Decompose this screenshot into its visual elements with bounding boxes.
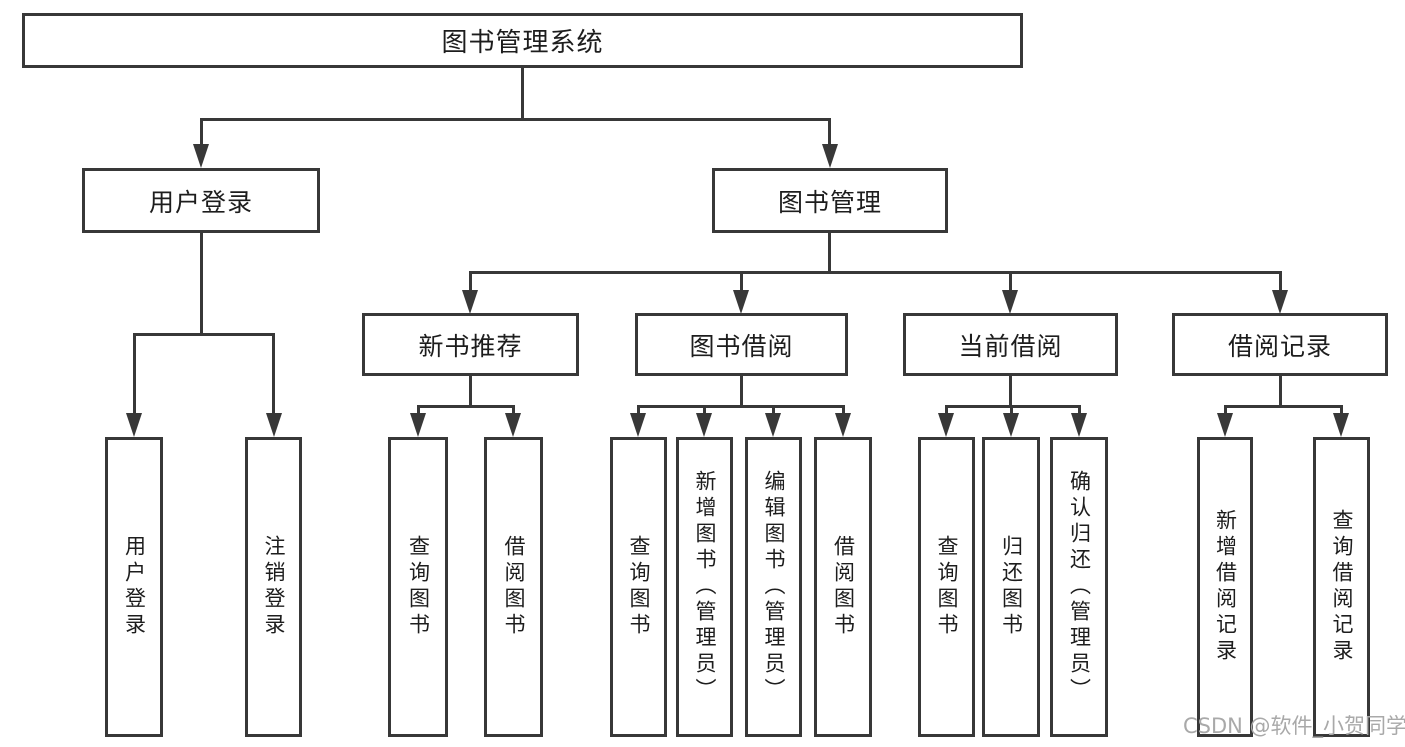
connector-line: [133, 333, 275, 336]
node-label: 新书推荐: [418, 331, 523, 361]
leaf-label: 归还图书: [999, 535, 1024, 639]
connector-line: [772, 405, 775, 416]
arrowhead-down-icon: [835, 413, 851, 437]
connector-line: [1340, 405, 1343, 416]
node-library-management-system: 图书管理系统: [22, 13, 1023, 68]
arrowhead-down-icon: [1002, 290, 1018, 314]
leaf-add-borrow-record: 新增借阅记录: [1197, 437, 1253, 737]
node-new-book-recommend: 新书推荐: [362, 313, 579, 376]
connector-line: [828, 233, 831, 273]
connector-line: [200, 118, 831, 121]
leaf-label: 编辑图书（管理员）: [762, 470, 786, 704]
leaf-logout: 注销登录: [245, 437, 302, 737]
connector-line: [1224, 405, 1227, 416]
connector-line: [842, 405, 845, 416]
leaf-return-books: 归还图书: [982, 437, 1040, 737]
connector-line: [1279, 271, 1282, 292]
leaf-label: 查询图书: [406, 535, 431, 639]
node-label: 图书管理: [777, 187, 882, 217]
connector-line: [1009, 271, 1012, 292]
connector-line: [740, 271, 743, 292]
leaf-label: 确认归还（管理员）: [1067, 470, 1092, 704]
arrowhead-down-icon: [410, 413, 426, 437]
connector-line: [512, 405, 515, 416]
connector-line: [521, 68, 524, 120]
connector-line: [637, 405, 844, 408]
csdn-watermark: CSDN @软件_小贺同学: [1183, 714, 1405, 738]
arrowhead-down-icon: [733, 290, 749, 314]
connector-line: [469, 271, 1282, 274]
connector-line: [945, 405, 948, 416]
leaf-borrow-books: 借阅图书: [814, 437, 872, 737]
leaf-label: 新增借阅记录: [1213, 509, 1238, 665]
arrowhead-down-icon: [630, 413, 646, 437]
leaf-query-books-borrow: 查询图书: [610, 437, 667, 737]
arrowhead-down-icon: [1003, 413, 1019, 437]
node-label: 图书借阅: [689, 331, 794, 361]
connector-line: [200, 233, 203, 335]
leaf-label: 查询图书: [935, 535, 959, 639]
node-borrow-record: 借阅记录: [1172, 313, 1388, 376]
arrowhead-down-icon: [462, 290, 478, 314]
leaf-label: 注销登录: [262, 535, 286, 639]
arrowhead-down-icon: [1217, 413, 1233, 437]
leaf-query-books-recommend: 查询图书: [388, 437, 448, 737]
connector-line: [469, 376, 472, 407]
arrowhead-down-icon: [1333, 413, 1349, 437]
connector-line: [1279, 376, 1282, 407]
node-current-borrow: 当前借阅: [903, 313, 1118, 376]
connector-line: [637, 405, 640, 416]
node-book-management: 图书管理: [712, 168, 948, 233]
leaf-user-login: 用户登录: [105, 437, 163, 737]
leaf-label: 新增图书（管理员）: [693, 470, 717, 704]
connector-line: [828, 118, 831, 146]
node-label: 当前借阅: [958, 331, 1063, 361]
arrowhead-down-icon: [1071, 413, 1087, 437]
leaf-label: 借阅图书: [502, 535, 526, 639]
arrowhead-down-icon: [696, 413, 712, 437]
arrowhead-down-icon: [1272, 290, 1288, 314]
connector-line: [133, 333, 136, 415]
leaf-label: 借阅图书: [831, 535, 856, 639]
arrowhead-down-icon: [505, 413, 521, 437]
connector-line: [200, 118, 203, 146]
connector-line: [1010, 405, 1013, 416]
connector-line: [703, 405, 706, 416]
arrowhead-down-icon: [765, 413, 781, 437]
leaf-confirm-return-admin: 确认归还（管理员）: [1050, 437, 1108, 737]
node-user-login: 用户登录: [82, 168, 320, 233]
arrowhead-down-icon: [822, 144, 838, 168]
leaf-borrow-books-recommend: 借阅图书: [484, 437, 543, 737]
connector-line: [740, 376, 743, 407]
leaf-query-borrow-record: 查询借阅记录: [1313, 437, 1370, 737]
arrowhead-down-icon: [126, 413, 142, 437]
connector-line: [272, 333, 275, 415]
leaf-add-books-admin: 新增图书（管理员）: [676, 437, 733, 737]
arrowhead-down-icon: [193, 144, 209, 168]
connector-line: [469, 271, 472, 292]
connector-line: [1078, 405, 1081, 416]
node-label: 用户登录: [148, 187, 253, 217]
node-label: 图书管理系统: [441, 28, 604, 58]
connector-line: [1009, 376, 1012, 407]
leaf-edit-books-admin: 编辑图书（管理员）: [745, 437, 802, 737]
leaf-label: 查询图书: [627, 535, 651, 639]
connector-line: [1224, 405, 1343, 408]
connector-line: [417, 405, 420, 416]
node-label: 借阅记录: [1227, 331, 1332, 361]
leaf-label: 用户登录: [122, 535, 147, 639]
connector-line: [417, 405, 515, 408]
leaf-label: 查询借阅记录: [1330, 509, 1354, 665]
arrowhead-down-icon: [266, 413, 282, 437]
node-book-borrow: 图书借阅: [635, 313, 848, 376]
leaf-query-books-current: 查询图书: [918, 437, 975, 737]
arrowhead-down-icon: [938, 413, 954, 437]
